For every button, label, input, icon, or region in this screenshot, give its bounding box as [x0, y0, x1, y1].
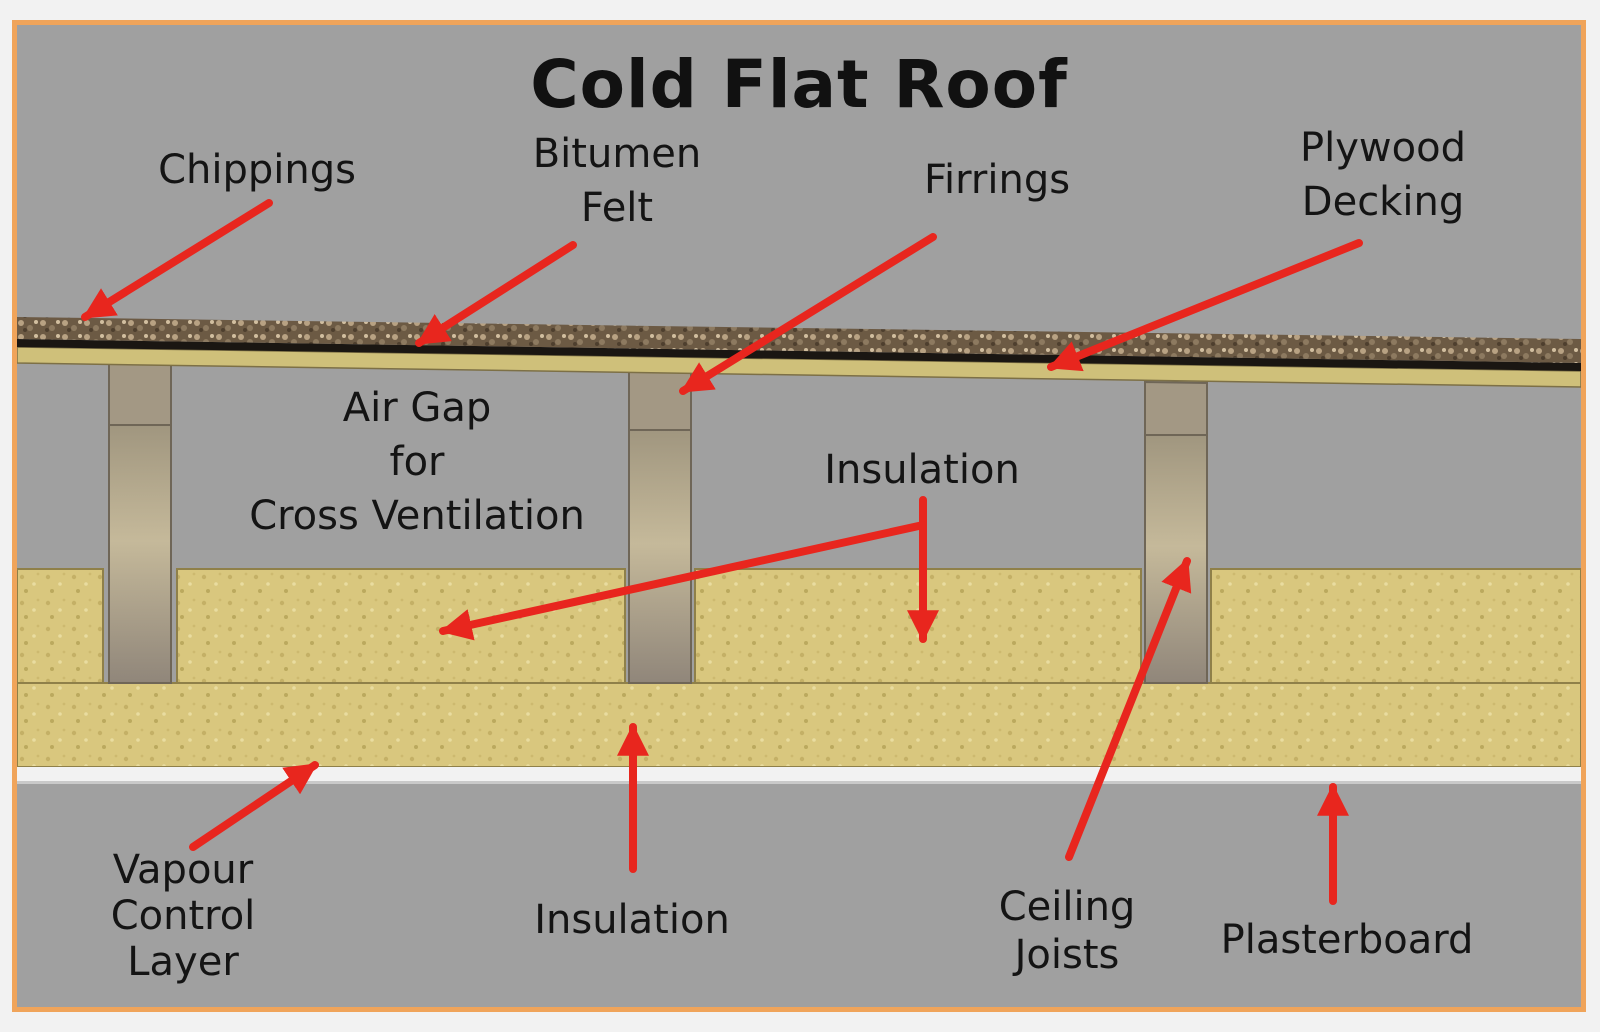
- label-firrings: Firrings: [923, 157, 1071, 203]
- roof-cross-section: [17, 199, 1581, 905]
- firring-1: [108, 358, 172, 426]
- label-air-gap: Air Gap for Cross Ventilation: [249, 385, 585, 539]
- insulation-lower-layer: [17, 682, 1581, 768]
- arrow-plywood-decking: [1047, 239, 1363, 372]
- ceiling-joist-2: [628, 429, 692, 684]
- label-vapour-control-layer: Vapour Control Layer: [110, 847, 256, 985]
- arrow-vapour-control-layer: [189, 761, 319, 851]
- label-ceiling-joists: Ceiling Joists: [998, 884, 1136, 978]
- label-bitumen-felt: Bitumen Felt: [532, 131, 702, 231]
- ceiling-joist-1: [108, 424, 172, 684]
- insulation-upper-block-4: [1210, 568, 1581, 684]
- firring-2: [628, 369, 692, 431]
- insulation-upper-block-2: [176, 568, 626, 684]
- label-plasterboard: Plasterboard: [1220, 917, 1474, 963]
- firring-3: [1144, 380, 1208, 436]
- arrow-firrings: [679, 233, 937, 395]
- label-plywood-decking: Plywood Decking: [1300, 125, 1466, 225]
- diagram-title: Cold Flat Roof: [530, 46, 1068, 123]
- arrow-ceiling-joists: [1065, 557, 1192, 861]
- arrow-chippings: [81, 199, 273, 321]
- arrow-bitumen-felt: [415, 241, 577, 347]
- diagram-frame: Cold Flat Roof Chippings Bitumen Felt Fi…: [12, 20, 1586, 1012]
- insulation-upper-block-1: [17, 568, 104, 684]
- plasterboard-layer: [17, 767, 1581, 781]
- bitumen-felt-layer: [17, 339, 1581, 371]
- label-chippings: Chippings: [158, 147, 356, 193]
- label-insulation-lower: Insulation: [534, 897, 730, 943]
- insulation-upper-block-3: [694, 568, 1142, 684]
- pointer-arrows: [81, 199, 1363, 905]
- label-insulation-upper: Insulation: [824, 447, 1020, 493]
- chippings-layer: [17, 317, 1581, 363]
